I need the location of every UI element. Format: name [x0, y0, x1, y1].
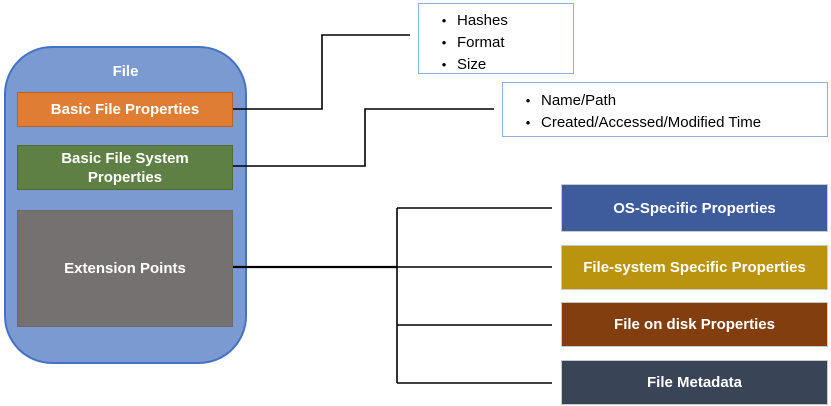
- basic-file-properties-label: Basic File Properties: [50, 101, 200, 118]
- bullet-icon: •: [441, 13, 447, 28]
- file-system-specific-properties-label: File-system Specific Properties: [583, 259, 806, 276]
- list-item: • Created/Accessed/Modified Time: [515, 112, 827, 134]
- os-specific-properties-box: OS-Specific Properties: [561, 184, 828, 232]
- connector-basic-fs-to-callout: [233, 108, 494, 167]
- basic-file-system-properties-label: Basic File System Properties: [61, 149, 189, 186]
- list-item-label: Size: [457, 56, 487, 73]
- file-metadata-label: File Metadata: [646, 374, 743, 391]
- list-item-label: Name/Path: [541, 92, 617, 109]
- connector-basic-file-to-callout: [233, 34, 410, 110]
- list-item: • Size: [431, 54, 573, 76]
- bullet-icon: •: [525, 93, 531, 108]
- list-item-label: Format: [457, 34, 505, 51]
- extension-points-box: Extension Points: [17, 210, 233, 327]
- list-item-label: Created/Accessed/Modified Time: [541, 114, 762, 131]
- callout-basic-file-system-properties: • Name/Path • Created/Accessed/Modified …: [502, 82, 828, 137]
- list-item: • Name/Path: [515, 90, 827, 112]
- list-item-label: Hashes: [457, 12, 508, 29]
- extension-points-label: Extension Points: [64, 260, 186, 277]
- file-on-disk-properties-label: File on disk Properties: [614, 316, 775, 333]
- list-item: • Hashes: [431, 10, 573, 32]
- bullet-icon: •: [525, 115, 531, 130]
- bullet-icon: •: [441, 57, 447, 72]
- callout-basic-file-properties: • Hashes • Format • Size: [418, 3, 574, 74]
- list-item: • Format: [431, 32, 573, 54]
- os-specific-properties-label: OS-Specific Properties: [613, 199, 776, 217]
- file-metadata-box: File Metadata: [561, 360, 828, 405]
- file-system-specific-properties-box: File-system Specific Properties: [561, 245, 828, 290]
- basic-file-properties-box: Basic File Properties: [17, 92, 233, 127]
- bullet-icon: •: [441, 35, 447, 50]
- file-container-title: File: [112, 62, 139, 80]
- basic-file-system-properties-box: Basic File System Properties: [17, 145, 233, 190]
- file-on-disk-properties-box: File on disk Properties: [561, 302, 828, 347]
